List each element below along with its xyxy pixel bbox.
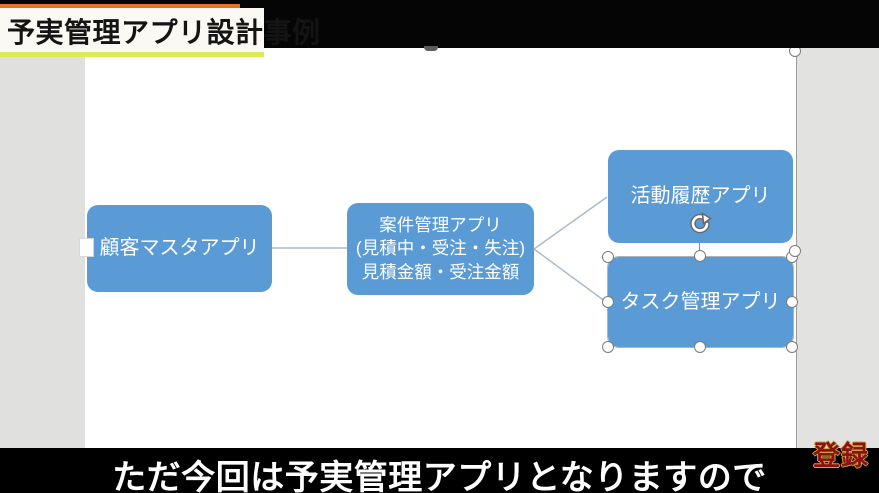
selection-handle-middle-left[interactable]	[602, 296, 614, 308]
workspace-right-margin	[796, 48, 879, 448]
subscribe-badge: 登録	[813, 441, 869, 471]
node-customer-master-app[interactable]: 顧客マスタアプリ	[87, 205, 272, 292]
title-accent-top	[0, 4, 240, 8]
selection-handle-extra-top-right[interactable]	[789, 245, 801, 257]
caption-text: ただ今回は予実管理アプリとなりますので	[112, 459, 767, 493]
connector-case-to-task[interactable]	[533, 248, 607, 303]
anchor-handle[interactable]	[80, 239, 93, 256]
connector-case-to-activity[interactable]	[533, 196, 608, 250]
rotate-handle-icon[interactable]	[687, 211, 713, 237]
selection-handle-top-center[interactable]	[694, 250, 706, 262]
selection-handle-middle-right[interactable]	[786, 296, 798, 308]
workspace-left-margin	[0, 48, 86, 448]
selection-handle-bottom-left[interactable]	[602, 341, 614, 353]
title-plate: 予実管理アプリ設計事例	[0, 4, 320, 57]
title-accent-bottom	[0, 52, 264, 57]
node-task-management-app[interactable]: タスク管理アプリ	[607, 256, 794, 348]
selection-handle-top-left[interactable]	[602, 251, 614, 263]
clipped-rotate-mark	[424, 46, 438, 51]
selection-handle-bottom-right[interactable]	[786, 341, 798, 353]
node-case-management-app[interactable]: 案件管理アプリ (見積中・受注・失注) 見積金額・受注金額	[347, 203, 534, 295]
selection-handle-bottom-center[interactable]	[694, 341, 706, 353]
page-title: 予実管理アプリ設計事例	[7, 17, 321, 48]
caption-bar: ただ今回は予実管理アプリとなりますので	[0, 448, 879, 493]
rotate-handle-stem	[699, 236, 700, 252]
node-activity-history-app[interactable]: 活動履歴アプリ	[608, 150, 793, 243]
